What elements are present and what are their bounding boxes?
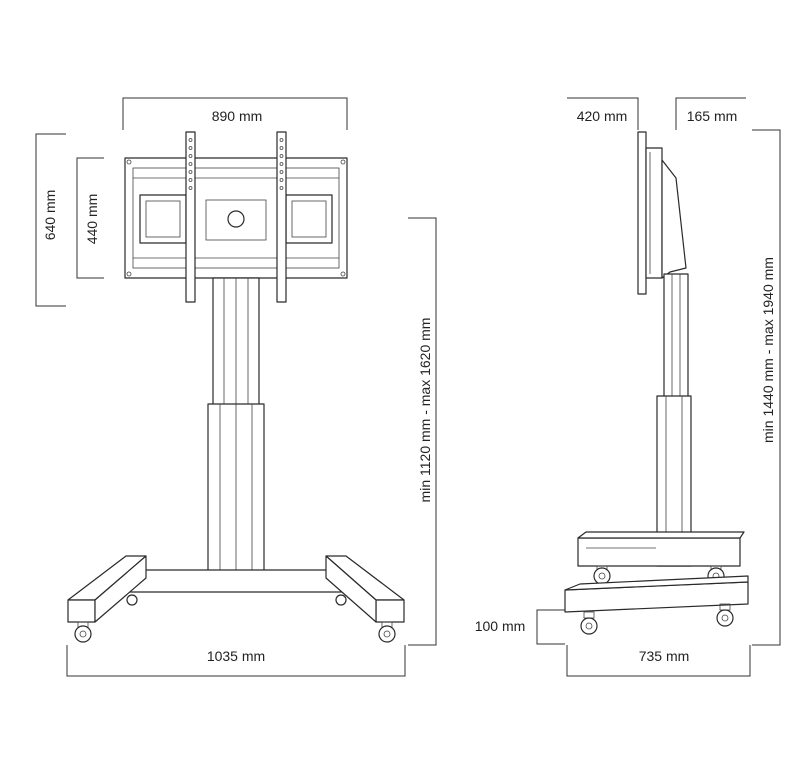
side-screen-panel: [637, 131, 687, 295]
dimension-base-width: 1035 mm: [66, 645, 406, 677]
label-front-height-range: min 1120 mm - max 1620 mm: [417, 318, 433, 503]
label-rear-depth: 165 mm: [687, 108, 738, 124]
front-casters: [74, 594, 396, 643]
label-screen-width: 890 mm: [212, 108, 263, 124]
label-screen-height: 640 mm: [42, 190, 58, 241]
dimension-mount-height: 440 mm: [76, 157, 104, 279]
label-base-depth: 735 mm: [639, 648, 690, 664]
dimension-rear-depth: 165 mm: [675, 97, 746, 130]
dimension-ground-clearance: 100 mm: [475, 609, 565, 645]
dimension-front-depth: 420 mm: [567, 97, 639, 130]
front-base: [67, 555, 405, 643]
side-view: 420 mm 165 mm min 1440 mm - max 1940 mm …: [475, 97, 781, 677]
dimension-screen-width: 890 mm: [122, 97, 348, 130]
side-rear-base: [577, 531, 745, 585]
mounting-arms: [185, 131, 287, 303]
mounting-frame: [124, 157, 348, 279]
front-view: 890 mm 640 mm 440 mm min 1120 mm - max 1…: [35, 97, 437, 677]
label-side-height-range: min 1440 mm - max 1940 mm: [760, 257, 776, 443]
lift-column: [207, 277, 265, 585]
label-mount-height: 440 mm: [84, 194, 100, 245]
side-lift-column: [656, 273, 692, 567]
label-base-width: 1035 mm: [207, 648, 265, 664]
dimension-base-depth: 735 mm: [566, 645, 751, 677]
dimension-side-height-range: min 1440 mm - max 1940 mm: [752, 129, 781, 646]
label-front-depth: 420 mm: [577, 108, 628, 124]
label-ground-clearance: 100 mm: [475, 618, 526, 634]
side-front-base: [564, 575, 749, 635]
dimension-front-height-range: min 1120 mm - max 1620 mm: [408, 217, 437, 646]
dimension-screen-height: 640 mm: [35, 133, 66, 307]
